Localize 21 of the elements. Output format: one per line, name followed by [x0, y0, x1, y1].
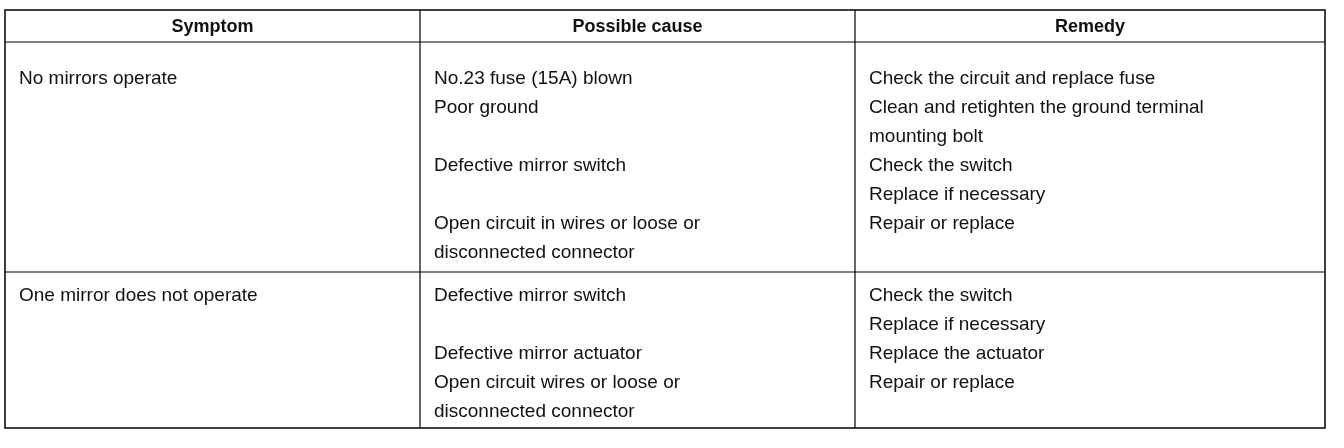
table-cell-text: Check the switch [869, 153, 1014, 177]
table-cell-text: Replace the actuator [869, 341, 1046, 365]
table-cell-text: Poor ground [434, 95, 540, 119]
table-cell-text: Replace if necessary [869, 182, 1047, 206]
table-cell-text: Open circuit wires or loose or disconnected connector [434, 370, 682, 423]
table-cell-text: Replace if necessary [869, 312, 1047, 336]
table-cell-text: No mirrors operate [19, 66, 179, 90]
table-cell-text: Clean and retighten the ground terminal mounting bolt [869, 95, 1205, 148]
table-cell-text: Repair or replace [869, 370, 1016, 394]
column-header: Remedy [1054, 15, 1126, 38]
column-header: Symptom [170, 15, 255, 38]
table-cell-text: Check the switch [869, 283, 1014, 307]
column-header: Possible cause [571, 15, 704, 38]
table-cell-text: One mirror does not operate [19, 283, 259, 307]
table-cell-text: Defective mirror switch [434, 153, 628, 177]
table-cell-text: Defective mirror switch [434, 283, 628, 307]
table-cell-text: Open circuit in wires or loose or disconnected connector [434, 211, 702, 264]
table-cell-text: No.23 fuse (15A) blown [434, 66, 634, 90]
table-cell-text: Check the circuit and replace fuse [869, 66, 1157, 90]
table-cell-text: Defective mirror actuator [434, 341, 643, 365]
table-cell-text: Repair or replace [869, 211, 1016, 235]
